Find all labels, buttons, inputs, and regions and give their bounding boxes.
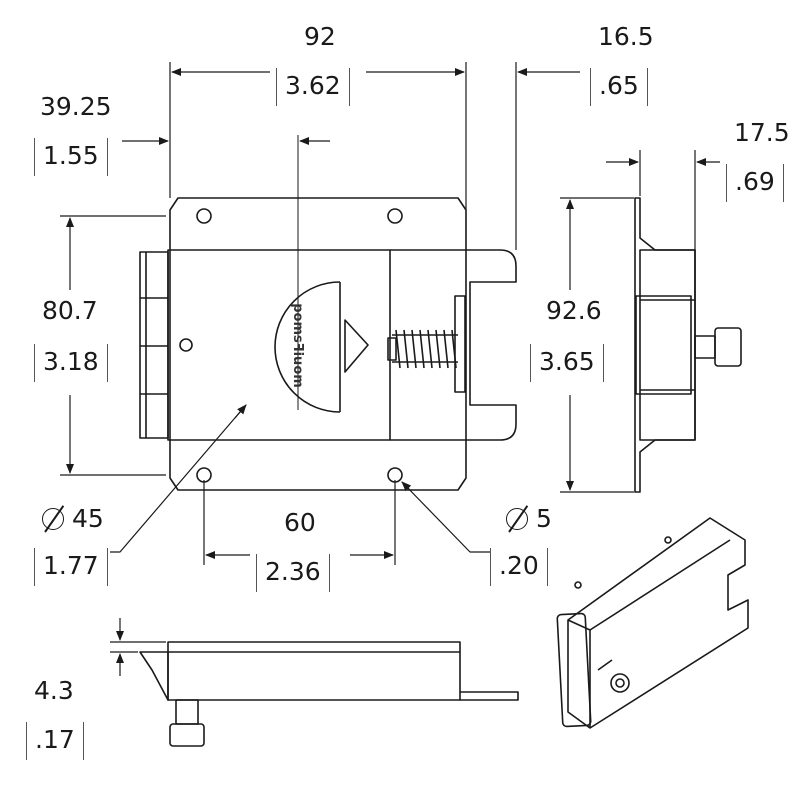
mounting-hole [387,208,403,224]
dim-cylinder-diameter-inch: 1.77 [34,548,108,586]
front-view [139,135,517,491]
side-view [634,197,742,493]
dim-body-height-mm: 80.7 [42,296,98,325]
dim-body-height-inch: 3.18 [34,344,108,382]
mounting-hole [387,467,403,483]
lock-body [167,249,391,441]
spring [392,329,458,369]
diameter-symbol [506,508,528,530]
dim-plate-height-mm: 92.6 [546,296,602,325]
brand-text: pomsꟻiuom [289,303,305,388]
dim-plate-height-inch: 3.65 [530,344,604,382]
dim-side-depth-mm: 17.5 [734,118,790,147]
dim-cylinder-diameter-mm: 45 [72,504,104,533]
knob [694,335,716,359]
dim-overall-width-inch: 3.62 [276,68,350,106]
dim-bolt-throw-inch: .65 [590,68,648,106]
mounting-plate [169,197,467,491]
isometric-view [556,517,749,729]
diameter-symbol [42,508,64,530]
side-ribs [139,251,169,439]
dim-key-offset-mm: 39.25 [40,92,112,121]
bottom-view [139,641,519,747]
mounting-hole [179,338,193,352]
mounting-hole [196,208,212,224]
dim-bottom-offset-mm: 4.3 [34,676,74,705]
dim-overall-width-mm: 92 [304,22,336,51]
knob [175,699,199,725]
cylinder [274,281,341,413]
dim-hole-spacing-inch: 2.36 [256,554,330,592]
dim-key-offset-inch: 1.55 [34,138,108,176]
mounting-hole [196,467,212,483]
dim-hole-diameter-inch: .20 [490,548,548,586]
bolt-housing [390,249,517,441]
indicator-triangle [344,319,369,373]
dimension-lines [60,62,720,676]
dim-hole-diameter-mm: 5 [536,504,552,533]
dim-side-depth-inch: .69 [726,164,784,202]
dim-hole-spacing-mm: 60 [284,508,316,537]
dim-bolt-throw-mm: 16.5 [598,22,654,51]
dim-bottom-offset-inch: .17 [26,722,84,760]
